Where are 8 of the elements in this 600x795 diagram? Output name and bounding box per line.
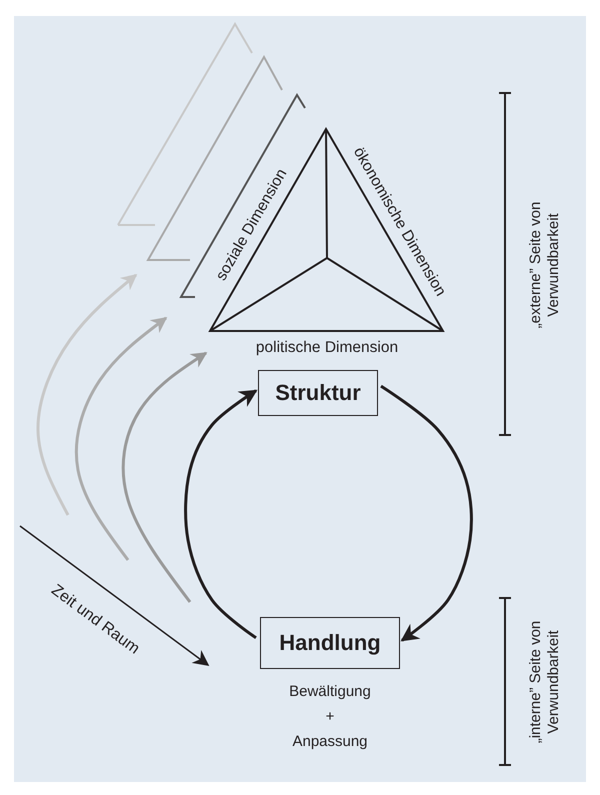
bracket-label: „externe” Seite von Verwundbarkeit: [527, 201, 563, 329]
note: Bewältigung + Anpassung: [288, 682, 372, 752]
dimension-label: politische Dimension: [256, 339, 398, 357]
cycle-arrow: [380, 384, 473, 642]
cycle-arrow: [184, 389, 258, 640]
bracket-label: „interne” Seite von Verwundbarkeit: [527, 620, 563, 746]
concept-box: Handlung: [260, 617, 400, 669]
concept-box: Struktur: [258, 370, 378, 416]
